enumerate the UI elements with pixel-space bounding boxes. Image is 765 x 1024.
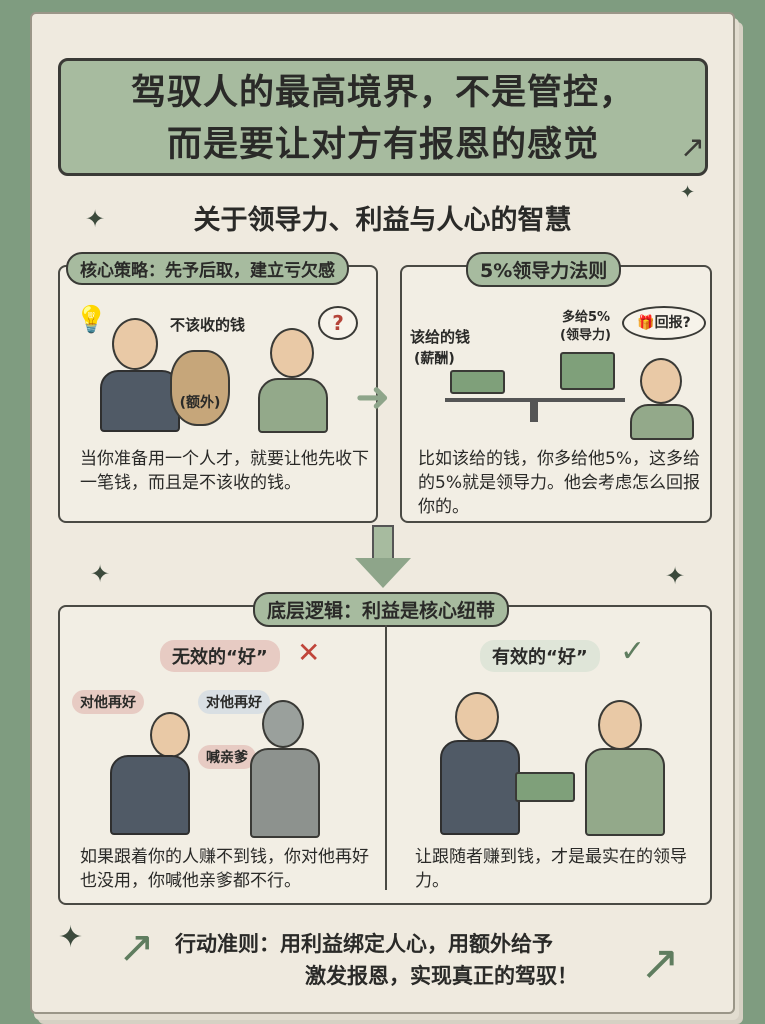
happy-follower-shirt [585,748,665,836]
salary-sub-label: (薪酬) [414,351,455,367]
grey-follower-body [250,748,320,838]
bubble-2: 对他再好 [198,690,270,714]
sparkle-icon: ✦ [58,920,84,955]
cross-icon: ✕ [297,636,321,669]
divider [385,625,387,890]
five-percent-tag: 5%领导力法则 [466,252,622,287]
question-bubble: ? [318,306,358,340]
cash-stack [515,772,575,802]
bowing-boss-suit [110,755,190,835]
talent-shirt [258,378,328,433]
sparkle-icon: ✦ [680,182,696,203]
core-strategy-text: 当你准备用一个人才，就要让他先收下一笔钱，而且是不该收的钱。 [80,449,369,493]
invalid-good-title: 无效的“好” [160,640,280,672]
arrow-down-icon [355,558,411,588]
extra-cash-stack [560,352,615,390]
employee-shirt [630,404,694,440]
underlying-logic-tag: 底层逻辑：利益是核心纽带 [253,592,510,627]
bubble-1: 对他再好 [72,690,144,714]
salary-label: 该给的钱 [410,328,471,346]
arrow-down-shaft [372,525,394,560]
trend-arrow-icon: ↗ [640,935,681,991]
bubble-3: 喊亲爹 [198,745,256,769]
sparkle-icon: ✦ [90,560,111,588]
boss-head [112,318,158,370]
balance-scale-stand [530,400,538,422]
valid-good-text: 让跟随者赚到钱，才是最实在的领导力。 [415,847,687,891]
sparkle-icon: ✦ [85,205,106,233]
arrow-right-icon: ➜ [355,372,391,421]
title-banner: 驾驭人的最高境界，不是管控， 而是要让对方有报恩的感觉 [58,58,708,176]
employee-head [640,358,682,404]
bowing-boss-head [150,712,190,758]
invalid-good-text: 如果跟着你的人赚不到钱，你对他再好也没用，你喊他亲爹都不行。 [80,847,369,891]
bag-label: (额外) [179,395,221,411]
subtitle: 关于领导力、利益与人心的智慧 [193,205,572,236]
salary-cash-stack [450,370,505,394]
boss-suit-2 [440,740,520,835]
check-icon: ✓ [620,634,646,669]
thought-text: 回报? [654,315,691,331]
arrow-up-icon: ↗ [680,130,706,165]
speech-label: 不该收的钱 [170,316,246,334]
happy-follower-head [598,700,642,750]
thought-bubble: 🎁回报? [622,306,706,340]
extra-label: 多给5% [562,310,611,325]
sparkle-icon: ✦ [665,562,686,590]
boss-head-2 [455,692,499,742]
title-line-2: 而是要让对方有报恩的感觉 [166,125,599,165]
footer-line-2: 激发报恩，实现真正的驾驭！ [305,964,578,988]
arrow-up-icon: ↗ [118,922,155,973]
grey-follower-head [262,700,304,748]
five-percent-text: 比如该给的钱，你多给他5%，这多给的5%就是领导力。他会考虑怎么回报你的。 [418,449,700,517]
footer-line-1: 行动准则：用利益绑定人心，用额外给予 [175,932,553,956]
money-bag [170,350,230,426]
title-line-1: 驾驭人的最高境界，不是管控， [130,73,635,113]
talent-head [270,328,314,378]
core-strategy-tag: 核心策略：先予后取，建立亏欠感 [66,252,349,285]
boss-suit [100,370,180,432]
gift-icon: 🎁 [637,315,655,331]
lightbulb-icon: 💡 [75,305,108,335]
footer-text: 行动准则：用利益绑定人心，用额外给予 激发报恩，实现真正的驾驭！ [175,928,578,992]
extra-sub-label: (领导力) [560,328,611,343]
valid-good-title: 有效的“好” [480,640,600,672]
